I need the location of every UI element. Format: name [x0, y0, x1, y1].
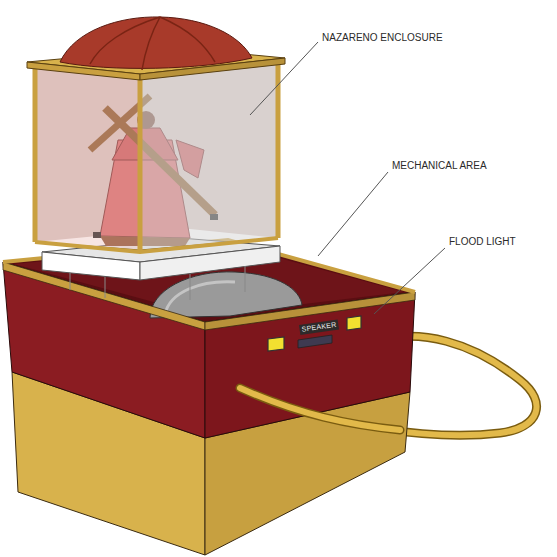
- leg: [245, 266, 246, 292]
- flood-light: [268, 337, 284, 351]
- glass-left: [35, 66, 140, 250]
- platform-left: [42, 252, 140, 280]
- callout-label: FLOOD LIGHT: [449, 236, 516, 247]
- leg: [190, 274, 191, 300]
- glass-right: [140, 62, 278, 250]
- leg: [105, 277, 106, 298]
- leader-line: [318, 172, 388, 256]
- leg: [70, 273, 71, 290]
- frame-post: [33, 66, 38, 242]
- control-panel: [298, 335, 332, 348]
- frame-post: [138, 76, 143, 252]
- leader-line: [374, 248, 445, 314]
- frame-post: [276, 62, 281, 238]
- handle: [240, 388, 400, 430]
- frame-bottom: [35, 238, 278, 252]
- dome-highlight: [165, 282, 235, 314]
- handle-outline: [240, 388, 400, 430]
- roof-ribs: [90, 17, 215, 70]
- leader-line: [250, 42, 318, 115]
- callout-label: MECHANICAL AREA: [392, 160, 487, 171]
- flood-light: [347, 316, 361, 330]
- callout-label: NAZARENO ENCLOSURE: [322, 32, 443, 43]
